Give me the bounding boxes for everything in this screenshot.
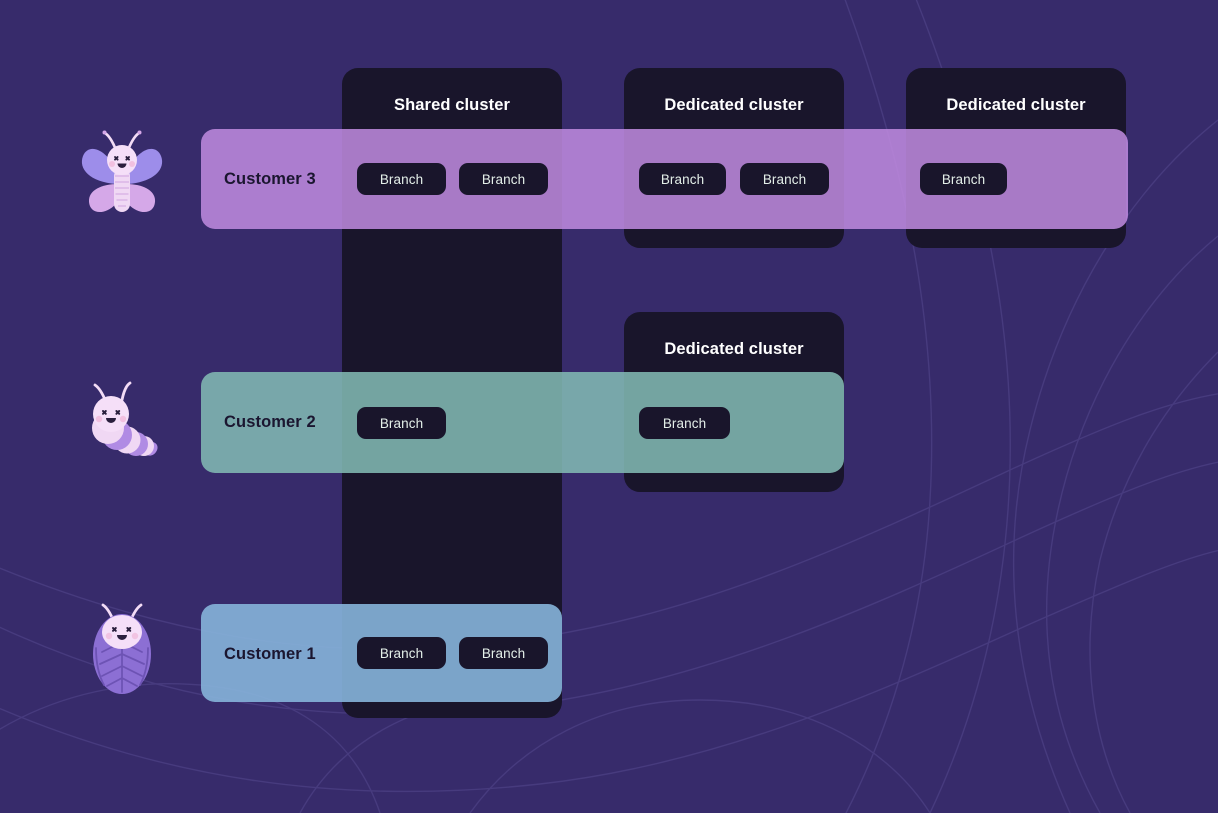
branch-chip[interactable]: Branch [357,407,446,439]
customer-row-customer2[interactable] [201,372,844,473]
branch-chip[interactable]: Branch [639,407,730,439]
branch-chip[interactable]: Branch [459,637,548,669]
branch-chip[interactable]: Branch [357,163,446,195]
butterfly-mascot [81,130,163,213]
cluster-title: Dedicated cluster [664,340,804,358]
customer-label-customer3: Customer 3 [224,170,316,188]
branch-chip[interactable]: Branch [459,163,548,195]
customer-label-customer2: Customer 2 [224,413,316,431]
cocoon-mascot [93,603,151,694]
branch-chip[interactable]: Branch [357,637,446,669]
branch-chip[interactable]: Branch [920,163,1007,195]
cluster-title: Dedicated cluster [946,96,1086,114]
cluster-title: Dedicated cluster [664,96,804,114]
branch-chip[interactable]: Branch [740,163,829,195]
branch-chip[interactable]: Branch [639,163,726,195]
customer-label-customer1: Customer 1 [224,645,316,663]
cluster-title: Shared cluster [393,96,511,114]
caterpillar-mascot [92,381,158,456]
